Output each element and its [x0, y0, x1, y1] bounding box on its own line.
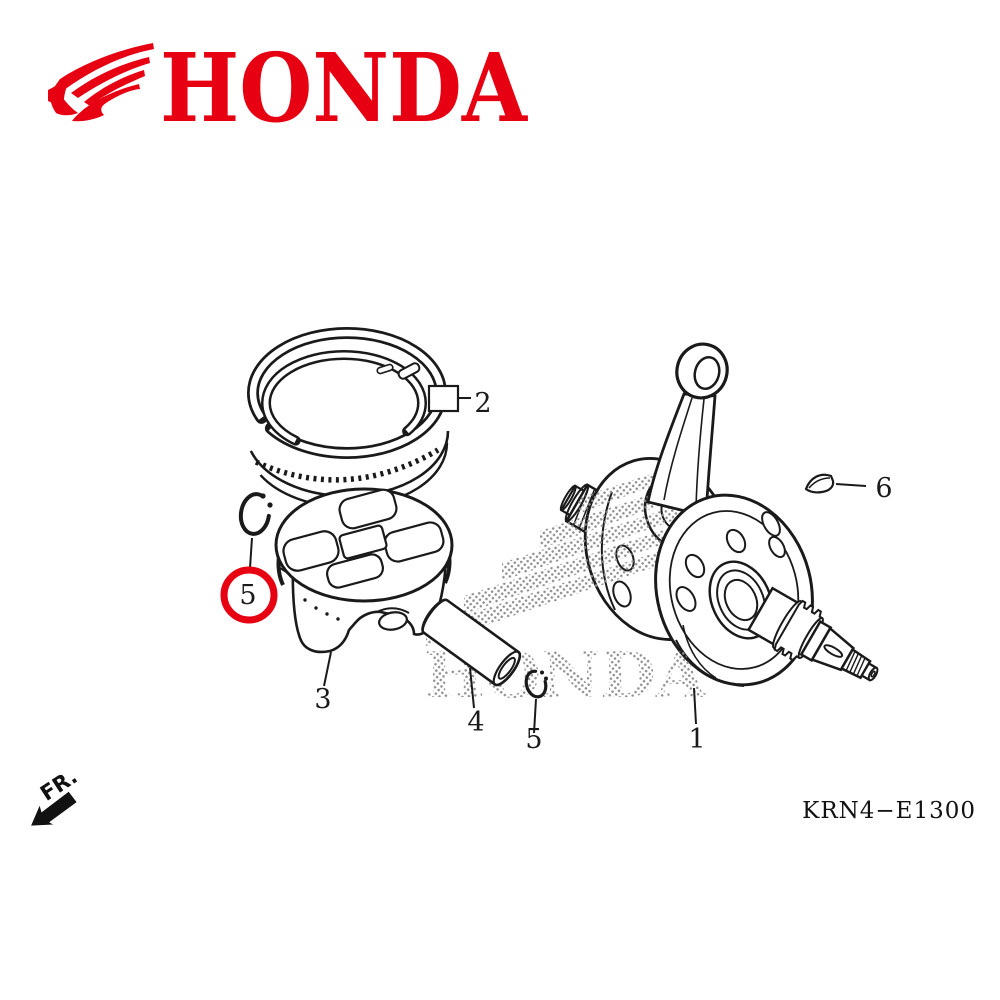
ring-gap-slot: [397, 362, 421, 380]
part-number-5b[interactable]: 5: [525, 724, 542, 755]
flywheel-hole: [761, 511, 781, 537]
crank-right-shaft: [746, 586, 879, 682]
leader-line: [693, 687, 697, 725]
wing-feather: [71, 57, 150, 98]
part-number-6[interactable]: 6: [875, 473, 892, 504]
flywheel-hole: [768, 535, 786, 559]
callout-pin-clip-left[interactable]: 5: [220, 537, 278, 624]
second-ring-core: [263, 352, 425, 454]
piston-pin-drawing: [421, 598, 522, 687]
rod-small-end-bore: [693, 355, 721, 391]
left-flywheel-hole: [612, 580, 632, 608]
leader-line: [533, 698, 537, 734]
ring-set-leader-box: [427, 384, 460, 413]
valve-pocket: [282, 530, 340, 572]
shaft-tip-hole: [870, 670, 876, 678]
callout-piston-pin[interactable]: 4: [467, 667, 485, 738]
watermark-stripe: [502, 496, 706, 581]
shaft-tip-end: [867, 666, 879, 682]
front-direction-marker: FR.: [31, 764, 82, 826]
leader-line: [249, 537, 253, 569]
pin-clip-right-drawing: [524, 669, 548, 699]
valve-pocket: [325, 553, 385, 589]
skirt-dot: [303, 598, 307, 602]
connecting-rod-drawing: [646, 342, 729, 518]
crankshaft-right-drawing: [654, 493, 879, 687]
key-edge-line: [808, 477, 831, 489]
pin-boss-hole: [378, 611, 408, 631]
pin-clip-left-drawing: [238, 492, 273, 536]
honda-logo-text: HONDA: [160, 33, 528, 144]
circlip-hook: [544, 676, 548, 681]
watermark-stripe: [426, 536, 706, 646]
leader-line: [835, 483, 867, 487]
flywheel-hole: [684, 553, 706, 579]
part-number-3[interactable]: 3: [314, 684, 331, 715]
leader-line: [469, 667, 475, 709]
circlip-hook: [260, 493, 266, 499]
diagram-code: KRN4−E1300: [802, 798, 976, 824]
part-number-2[interactable]: 2: [474, 388, 491, 419]
leader-line: [323, 651, 332, 687]
honda-logo: HONDA: [48, 33, 528, 144]
watermark-stripe: [464, 516, 706, 614]
wing-feather: [55, 43, 154, 90]
piston-drawing: [274, 487, 454, 654]
part-number-1[interactable]: 1: [688, 724, 705, 755]
callout-piston[interactable]: 3: [314, 651, 332, 715]
wing-feather: [84, 70, 145, 106]
key-body: [804, 473, 835, 494]
flywheel-hole: [725, 528, 747, 554]
rod-ibeam-line: [663, 397, 693, 501]
keyway-slot: [823, 644, 844, 658]
valve-pocket: [383, 521, 445, 563]
front-arrow-icon: [31, 791, 77, 826]
skirt-dot: [325, 612, 329, 616]
crown-center-pad: [338, 524, 388, 560]
rod-ibeam-line: [695, 398, 705, 509]
callout-pin-clip-right[interactable]: 5: [525, 698, 543, 755]
wing-body-lower: [49, 86, 78, 116]
thread-section: [839, 647, 872, 680]
callout-crankshaft[interactable]: 1: [688, 687, 706, 755]
pin-boss-arc: [376, 607, 410, 614]
oil-ring-perforations: [254, 447, 440, 483]
piston-ring-set-drawing: [244, 327, 450, 509]
right-flywheel-rim-arc: [675, 639, 745, 687]
skirt-dot: [336, 617, 340, 621]
wing-body: [72, 84, 140, 122]
flywheel-hole: [675, 586, 697, 612]
right-flywheel-rim-arc2: [682, 624, 717, 679]
highlight-circle: [220, 566, 278, 624]
pin-bore: [497, 656, 516, 680]
pin-end-face: [492, 650, 521, 687]
honda-wing-icon: [48, 43, 154, 122]
thread-lines: [845, 651, 866, 677]
callout-ring-set[interactable]: 2: [427, 384, 492, 419]
circlip-hook: [540, 670, 544, 675]
skirt-dot: [314, 606, 318, 610]
part-number-5[interactable]: 5: [239, 580, 256, 611]
left-stub-tip-end: [559, 484, 577, 512]
pin-far-end-edge: [421, 598, 450, 635]
circlip: [524, 669, 548, 699]
ring-gap-slot: [376, 363, 394, 375]
woodruff-key-drawing: [804, 473, 835, 494]
right-flywheel-inner-rim: [668, 510, 800, 670]
hub-step: [723, 578, 759, 622]
circlip-hook: [267, 502, 273, 508]
circlip: [238, 492, 272, 536]
part-number-4[interactable]: 4: [467, 707, 484, 738]
valve-pocket: [338, 488, 398, 530]
callout-woodruff-key[interactable]: 6: [835, 473, 893, 504]
